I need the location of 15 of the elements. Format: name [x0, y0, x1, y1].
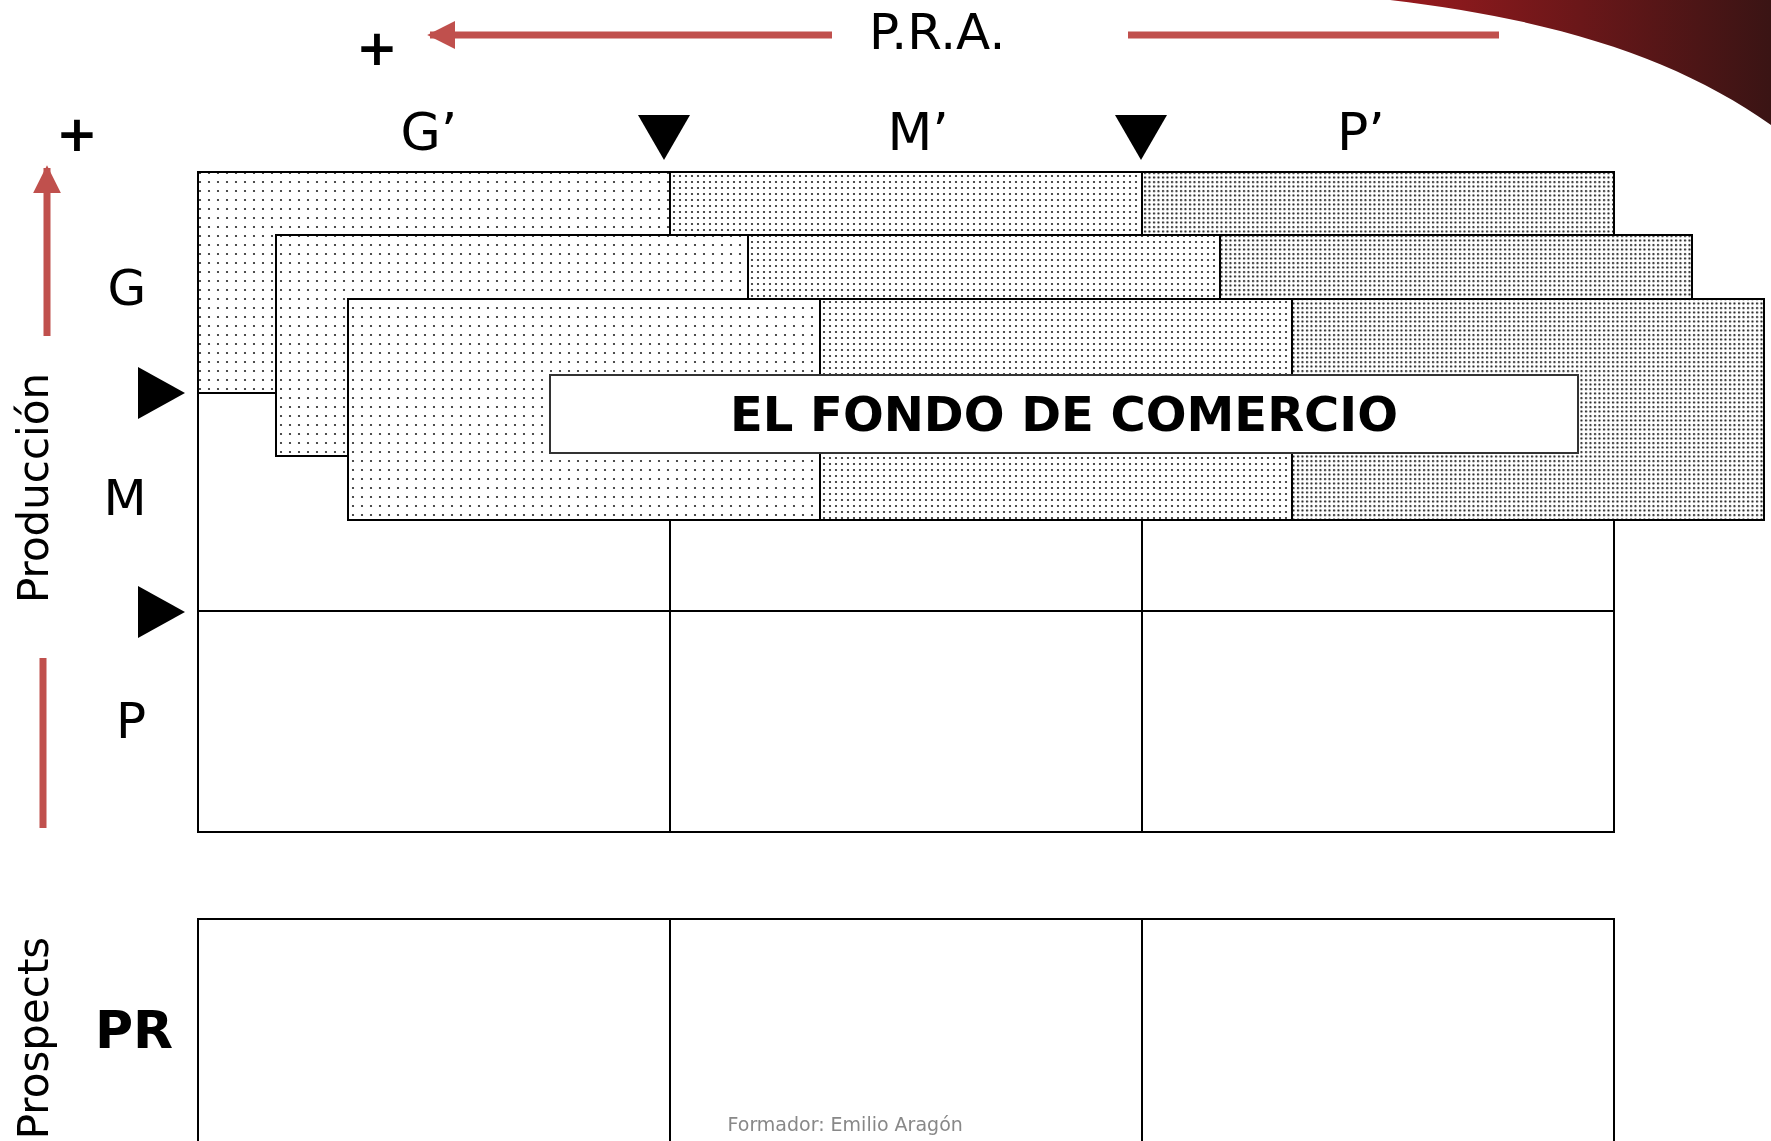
column-label: P’ [1337, 106, 1385, 158]
row-label: M [103, 473, 147, 523]
row-label: P [116, 696, 147, 746]
banner-text: EL FONDO DE COMERCIO [730, 386, 1398, 442]
axis-title: Prospects [13, 936, 56, 1140]
column-label: G’ [400, 106, 458, 158]
plus-sign: + [356, 23, 398, 73]
row-label: PR [95, 1004, 174, 1056]
axis-title: P.R.A. [869, 7, 1006, 57]
row-label: G [107, 263, 147, 313]
column-label: M’ [887, 106, 949, 158]
footer-note: Formador: Emilio Aragón [727, 1114, 963, 1134]
axis-title: Producción [13, 372, 56, 604]
plus-sign: + [56, 109, 98, 159]
title-banner [549, 374, 1579, 454]
